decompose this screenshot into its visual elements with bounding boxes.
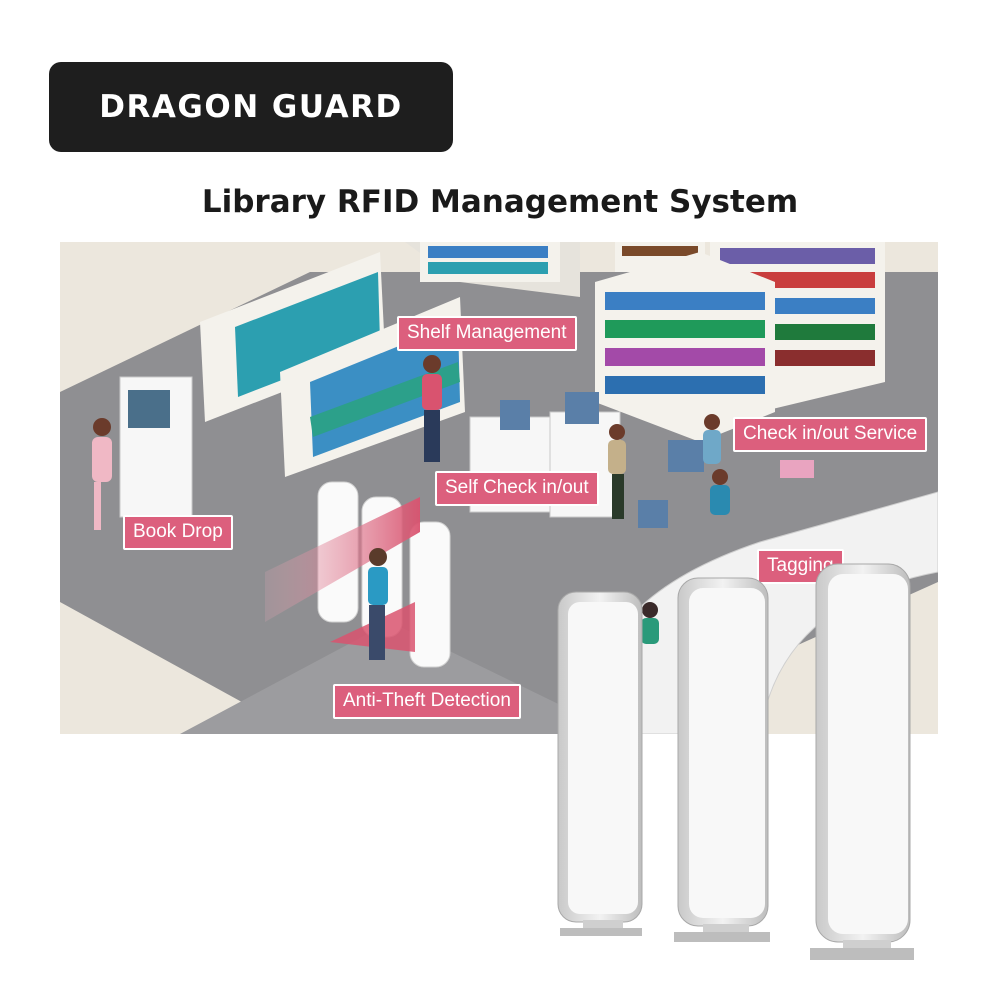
page-title: Library RFID Management System xyxy=(201,184,799,220)
label-shelf-management: Shelf Management xyxy=(397,316,577,351)
rfid-gate-3 xyxy=(810,563,914,960)
brand-banner: DRAGON GUARD xyxy=(49,62,453,152)
label-check-service: Check in/out Service xyxy=(733,417,928,452)
label-anti-theft: Anti-Theft Detection xyxy=(333,684,521,719)
rfid-gate-graphic xyxy=(557,563,914,960)
label-self-check: Self Check in/out xyxy=(435,471,599,506)
scene-security-gates xyxy=(265,481,451,668)
brand-name: DRAGON GUARD xyxy=(99,89,403,125)
rfid-gate-2 xyxy=(674,577,770,942)
bookshelf-middle xyxy=(595,252,775,442)
label-book-drop: Book Drop xyxy=(123,515,233,550)
people xyxy=(92,355,730,660)
book-drop-kiosk xyxy=(119,376,193,518)
rfid-gate-product xyxy=(548,560,928,970)
rfid-gate-1 xyxy=(557,591,643,936)
